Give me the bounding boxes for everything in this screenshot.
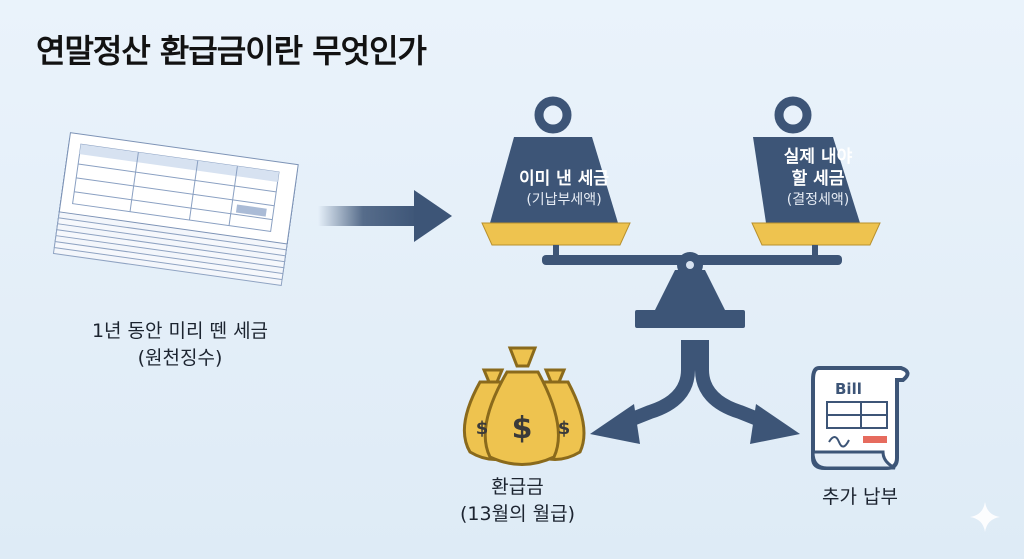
- money-bags-icon: $ $ $: [462, 346, 586, 466]
- refund-label-line2: (13월의 월급): [460, 503, 575, 525]
- withholding-label-line1: 1년 동안 미리 뗀 세금: [91, 320, 269, 342]
- left-weight-text: 이미 낸 세금 (기납부세액): [490, 168, 638, 210]
- determined-tax-sublabel: (결정세액): [786, 192, 850, 208]
- determined-tax-label-line2: 할 세금: [791, 169, 845, 189]
- sparkle-icon: [970, 502, 1000, 532]
- right-arrow-icon: [318, 190, 452, 242]
- balance-scale-icon: [481, 96, 881, 328]
- determined-tax-label-line1: 실제 내야: [783, 147, 853, 167]
- bill-icon: Bill: [811, 366, 910, 470]
- refund-label: 환급금 (13월의 월급): [435, 474, 600, 528]
- paid-tax-sublabel: (기납부세액): [526, 192, 602, 208]
- svg-text:$: $: [476, 418, 489, 439]
- additional-payment-label: 추가 납부: [822, 486, 898, 508]
- split-arrow-icon: [590, 340, 800, 444]
- paper-stack-icon: [52, 132, 299, 287]
- svg-text:$: $: [558, 418, 571, 439]
- bill-title: Bill: [835, 380, 862, 398]
- refund-label-line1: 환급금: [491, 476, 544, 498]
- right-weight-text: 실제 내야 할 세금 (결정세액): [758, 146, 878, 210]
- svg-text:$: $: [512, 411, 533, 446]
- withholding-label-line2: (원천징수): [137, 347, 223, 369]
- page-title: 연말정산 환급금이란 무엇인가: [36, 32, 427, 70]
- withholding-label: 1년 동안 미리 뗀 세금 (원천징수): [60, 318, 300, 372]
- paid-tax-label: 이미 낸 세금: [518, 169, 610, 189]
